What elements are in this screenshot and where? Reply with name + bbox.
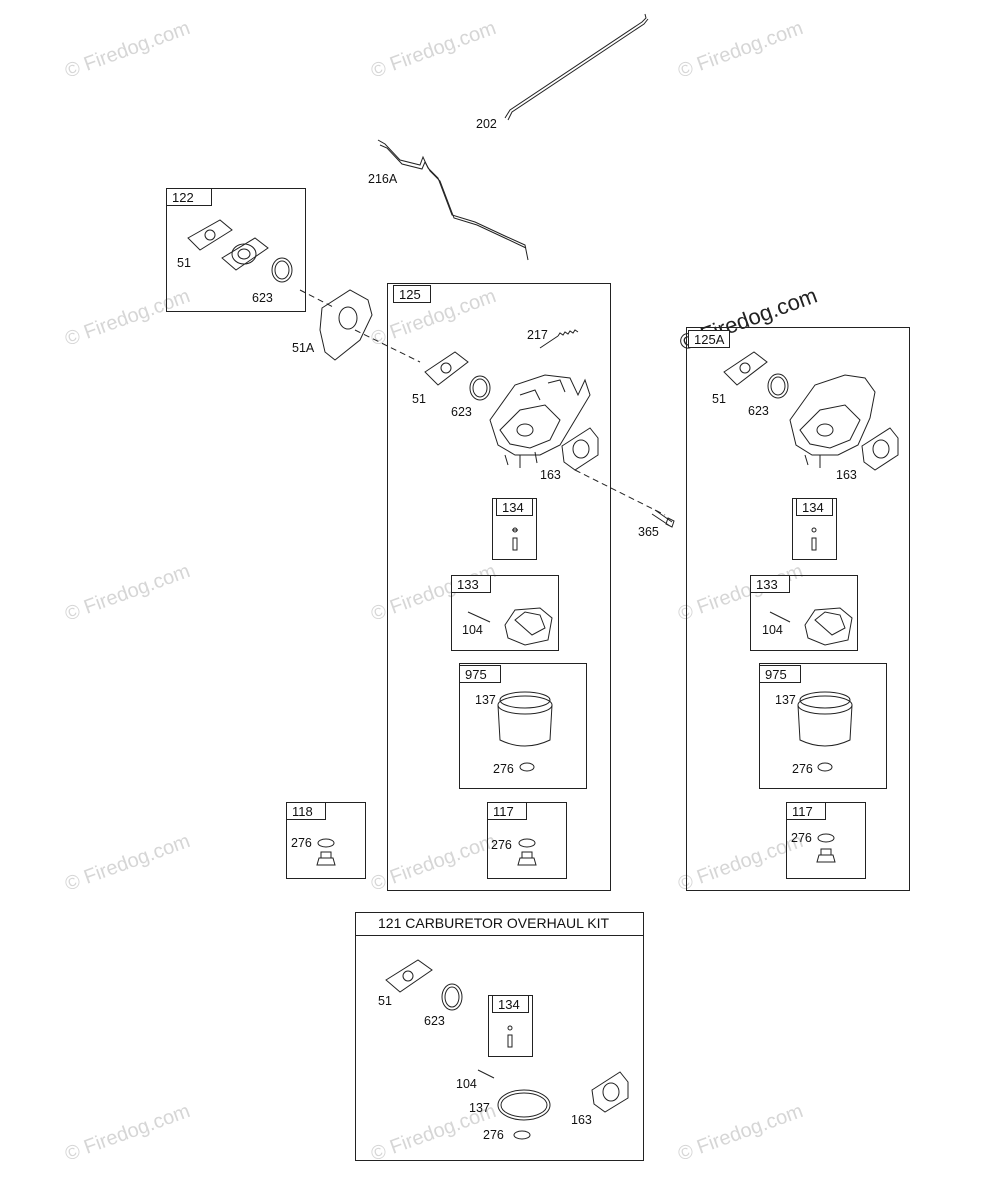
part-carburetor-125 [489,374,591,468]
group-box-125 [387,283,611,891]
part-104-pin-125a [769,611,791,623]
group-tag-975a: 975 [759,665,801,683]
callout-163-125a: 163 [836,468,857,482]
part-163-gasket-125 [561,427,599,471]
callout-137-kit: 137 [469,1101,490,1115]
group-box-125a [686,327,910,891]
callout-51-125: 51 [412,392,426,406]
callout-163-kit: 163 [571,1113,592,1127]
callout-276-975: 276 [493,762,514,776]
group-tag-118: 118 [286,802,326,820]
part-104-pin-kit [477,1069,495,1079]
callout-137-125: 137 [475,693,496,707]
leader-dashed-125 [354,329,421,363]
part-118-bolt [316,851,336,866]
callout-51-125a: 51 [712,392,726,406]
kit-title-bar [355,912,644,936]
callout-51a: 51A [292,341,315,355]
group-tag-134-kit: 134 [492,995,529,1013]
callout-216a: 216A [368,172,398,186]
callout-365: 365 [638,525,659,539]
group-box-133 [451,575,559,651]
callout-51-kit: 51 [378,994,392,1008]
part-623-oring-125a [767,373,789,399]
part-134-needle-125a [811,537,817,551]
callout-137-125a: 137 [775,693,796,707]
callout-276-118: 276 [291,836,312,850]
callout-623-125a: 623 [748,404,769,418]
part-51-gasket-125 [424,351,469,386]
part-216a-link [377,139,529,261]
part-276-washer-kit [513,1130,531,1140]
group-tag-125a: 125A [688,330,730,348]
group-tag-117a: 117 [786,802,826,820]
leader-dashed-365 [574,469,666,516]
callout-276-117a: 276 [791,831,812,845]
group-tag-125: 125 [393,285,431,303]
part-276-washer-975 [519,762,535,772]
group-tag-133a: 133 [750,575,790,593]
group-tag-134a: 134 [796,498,833,516]
part-spacer-122 [221,237,269,271]
part-137-bowl-125 [497,691,553,747]
callout-276-117: 276 [491,838,512,852]
part-623-oring-122 [271,257,293,283]
part-365-bolt [651,509,675,528]
group-box-975a [759,663,887,789]
part-163-gasket-125a [861,427,899,471]
part-carburetor-125a [789,374,876,468]
part-276-washer-975a [817,762,833,772]
group-box-975 [459,663,587,789]
callout-623-125: 623 [451,405,472,419]
group-tag-117: 117 [487,802,527,820]
group-tag-122: 122 [166,188,212,206]
group-tag-134: 134 [496,498,533,516]
group-box-117 [487,802,567,879]
part-137-ring-kit [497,1089,551,1121]
callout-202: 202 [476,117,497,131]
part-134-needle-kit [507,1034,513,1048]
part-216a-link-b [379,144,527,249]
part-51-gasket-125a [723,351,768,386]
callout-104-125: 104 [462,623,483,637]
callout-104-125a: 104 [762,623,783,637]
part-117-bolt [517,851,537,866]
group-box-117a [786,802,866,879]
part-51-gasket-122 [187,219,233,251]
group-tag-133: 133 [451,575,491,593]
part-276-washer-118 [317,838,335,848]
part-276-washer-117a [817,833,835,843]
part-117a-bolt [816,848,836,863]
group-box-118 [286,802,366,879]
callout-623-kit: 623 [424,1014,445,1028]
callout-623-122: 623 [252,291,273,305]
group-tag-975: 975 [459,665,501,683]
part-276-washer-117 [518,838,536,848]
part-163-gasket-kit [591,1071,629,1113]
callout-104-kit: 104 [456,1077,477,1091]
callout-217: 217 [527,328,548,342]
callout-276-kit: 276 [483,1128,504,1142]
part-623-oring-kit [441,983,463,1011]
group-box-122 [166,188,306,312]
callout-51-122: 51 [177,256,191,270]
callout-163-125: 163 [540,468,561,482]
part-51-gasket-kit [385,959,433,993]
part-134-needle [512,529,518,551]
part-104-pin-125 [467,611,491,623]
leader-dashed-122 [299,289,336,309]
kit-title: 121 CARBURETOR OVERHAUL KIT [378,915,610,931]
group-box-133a [750,575,858,651]
callout-276-975a: 276 [792,762,813,776]
part-202-rod [504,13,647,119]
part-137-bowl-125a [797,691,853,747]
part-51a-plate [319,289,373,361]
part-133-float-125 [504,607,553,646]
part-623-oring-125 [469,375,491,401]
part-202-rod-b [507,18,649,121]
part-133-float-125a [804,607,853,646]
part-217-spring [539,329,579,349]
